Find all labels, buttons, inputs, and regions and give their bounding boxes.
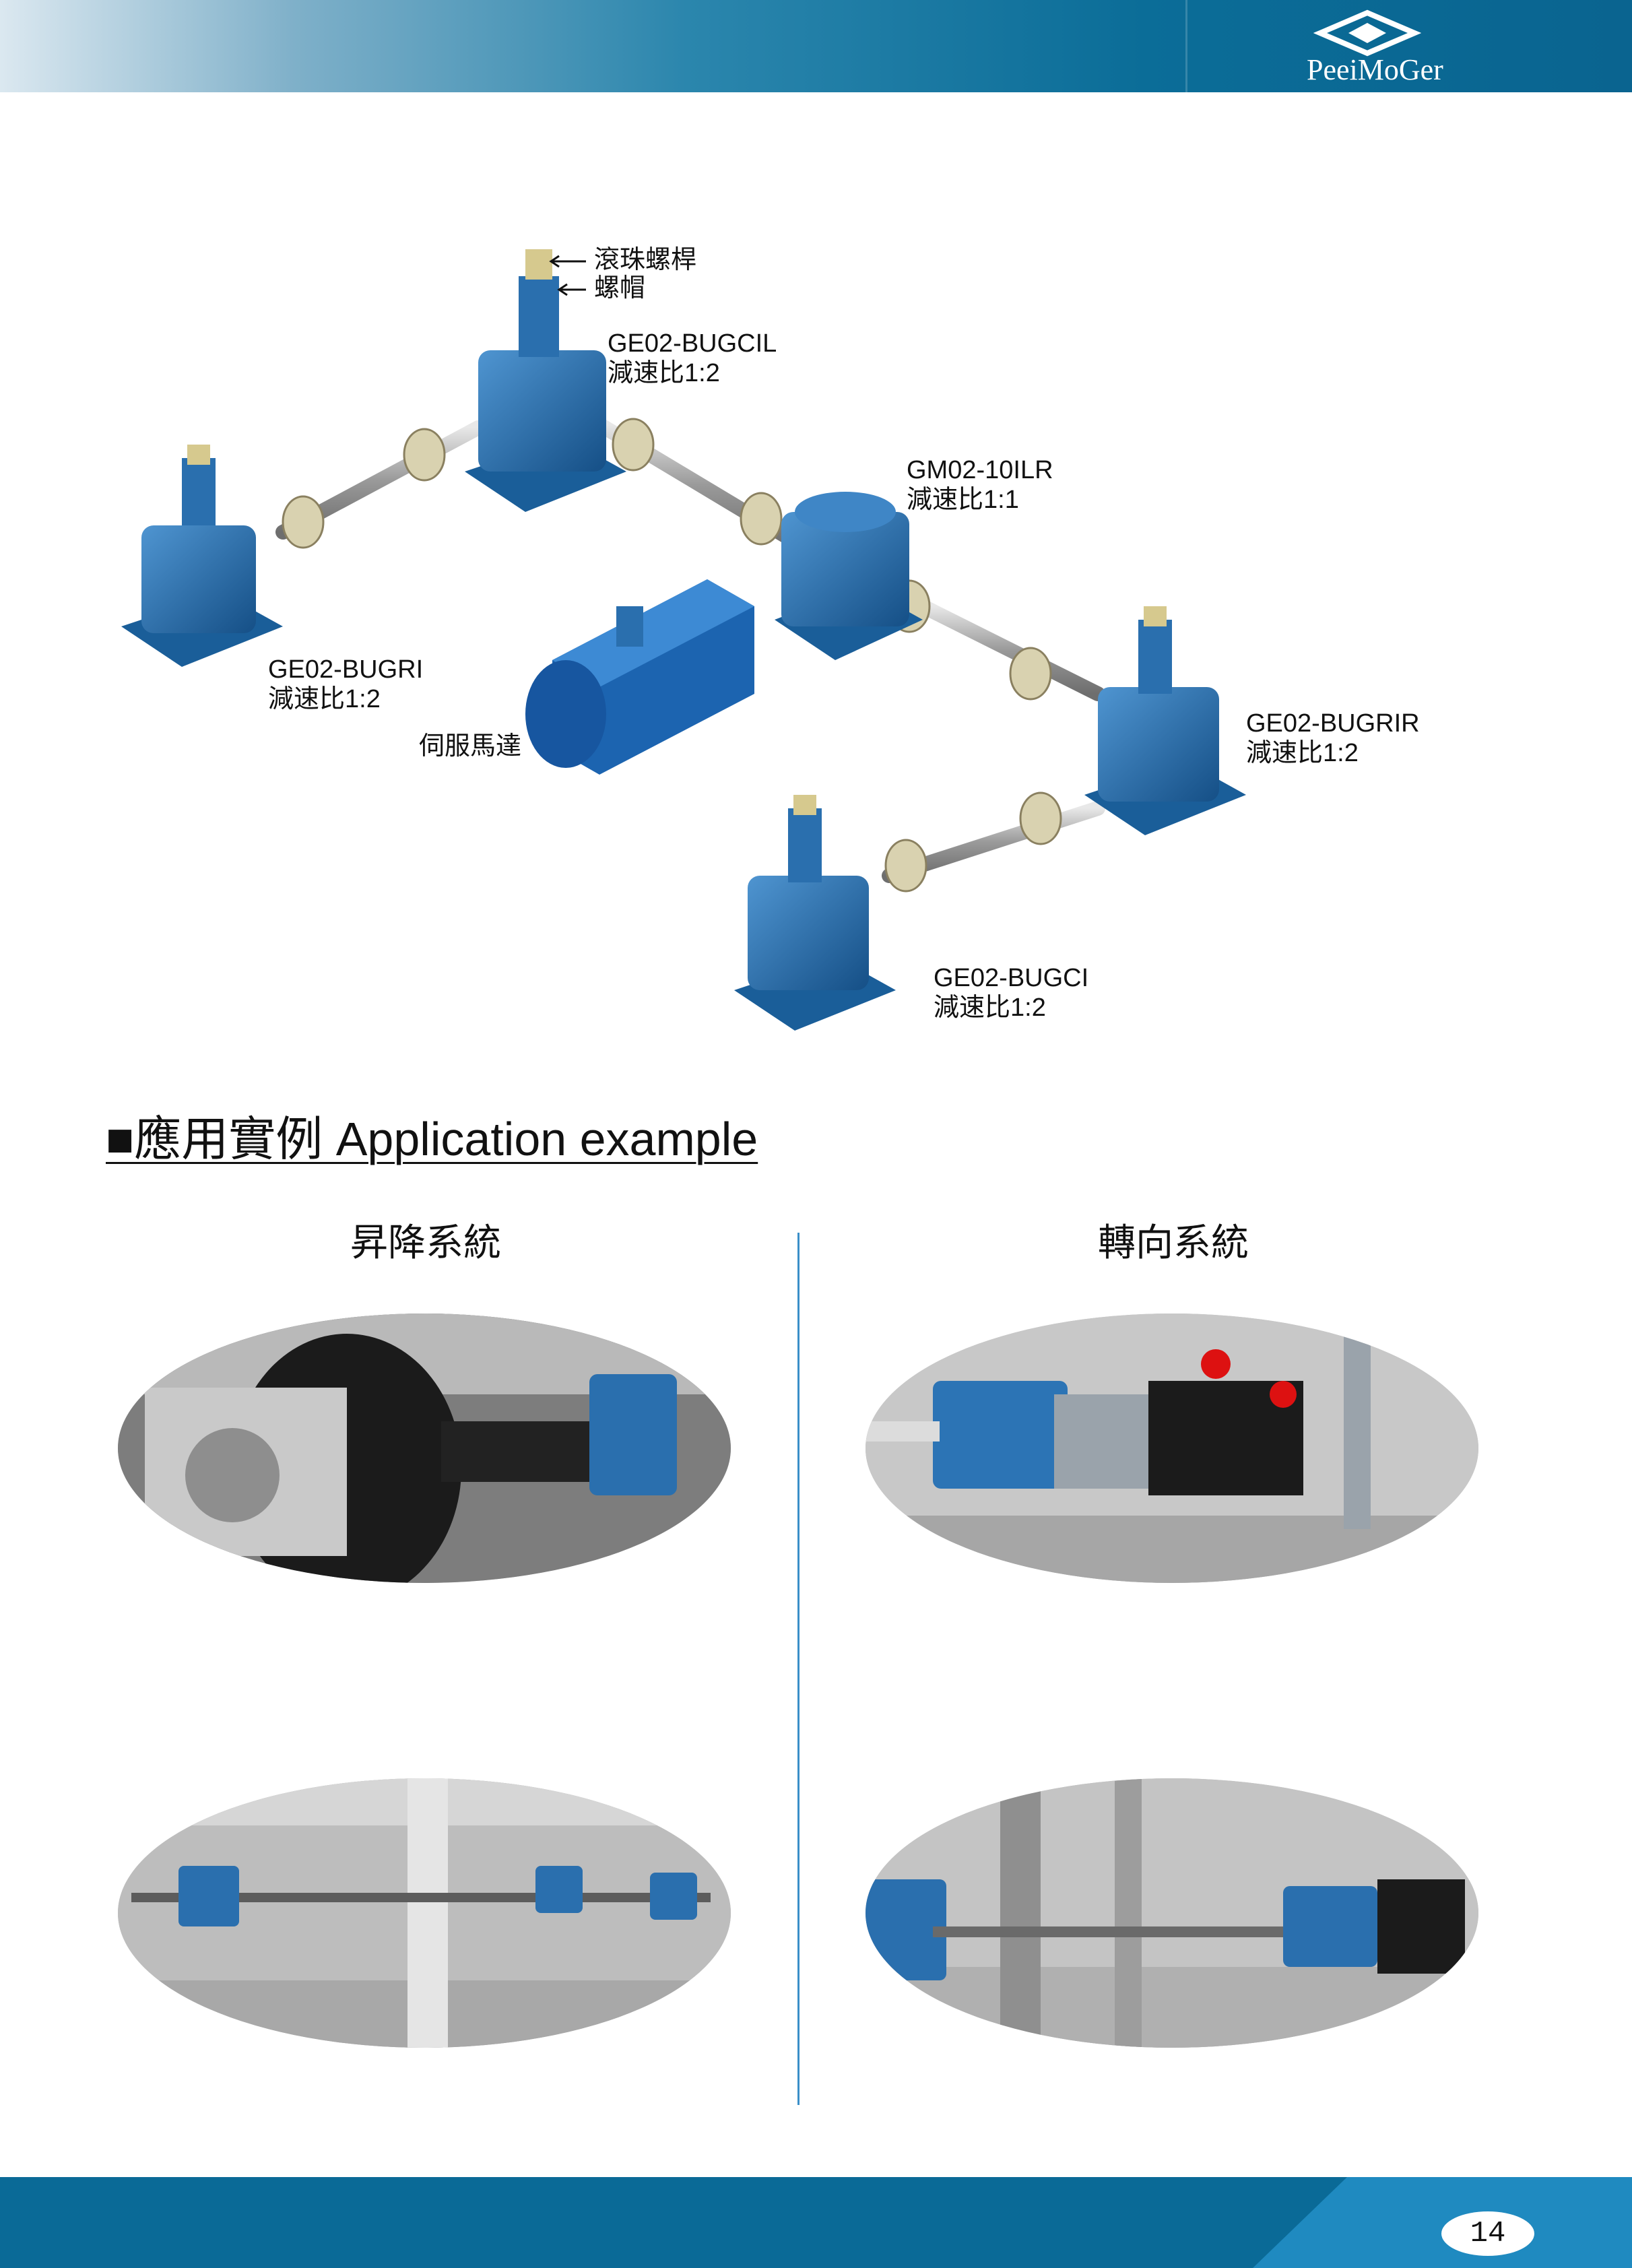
- gearbox-gm02: [775, 492, 923, 660]
- label-bugci-ratio: 減速比1:2: [934, 994, 1046, 1022]
- label-bugrir-model: GE02-BUGRIR: [1246, 709, 1420, 738]
- steering-photo-2: [866, 1778, 1478, 2048]
- left-column-title: 昇降系統: [350, 1221, 501, 1264]
- screw-jack-system-diagram: 滾珠螺桿 螺帽 GE02-BUGCIL 減速比1:2 GM02-10ILR 減速…: [101, 229, 1448, 1058]
- section-title: ■應用實例 Application example: [106, 1113, 758, 1165]
- column-divider: [797, 1233, 799, 2105]
- callout-arrows: [549, 255, 586, 296]
- label-ball-screw: 滾珠螺桿: [594, 246, 697, 274]
- label-gm-ratio: 減速比1:1: [907, 486, 1019, 514]
- header-divider: [1185, 0, 1187, 92]
- logo-text: PeeiMoGer: [1307, 53, 1443, 86]
- label-gm-model: GM02-10ILR: [907, 456, 1053, 484]
- label-bugcil-ratio: 減速比1:2: [608, 359, 720, 387]
- peeimoger-logo-icon: [1313, 9, 1421, 57]
- label-bugri-model: GE02-BUGRI: [268, 655, 424, 684]
- gearbox-bugci: [734, 795, 896, 1031]
- footer-accent: [1253, 2177, 1632, 2268]
- system-illustration: [121, 249, 1246, 1031]
- gearbox-bugrir: [1084, 606, 1246, 835]
- label-nut: 螺帽: [594, 274, 646, 302]
- steering-photo-1: [866, 1314, 1478, 1583]
- servo-motor: [525, 579, 754, 775]
- label-bugri-ratio: 減速比1:2: [268, 685, 381, 713]
- lifting-photo-1: [118, 1314, 731, 1583]
- lifting-photo-2: [118, 1778, 731, 2048]
- label-bugrir-ratio: 減速比1:2: [1246, 739, 1359, 767]
- page-number: 14: [1441, 2211, 1534, 2256]
- gearbox-bugri: [121, 445, 283, 667]
- right-column-title: 轉向系統: [1098, 1221, 1249, 1264]
- label-bugci-model: GE02-BUGCI: [934, 964, 1089, 992]
- gearbox-bugcil: [465, 249, 626, 512]
- label-bugcil-model: GE02-BUGCIL: [608, 329, 777, 358]
- label-servo-motor: 伺服馬達: [419, 732, 522, 760]
- couplings: [282, 418, 1062, 893]
